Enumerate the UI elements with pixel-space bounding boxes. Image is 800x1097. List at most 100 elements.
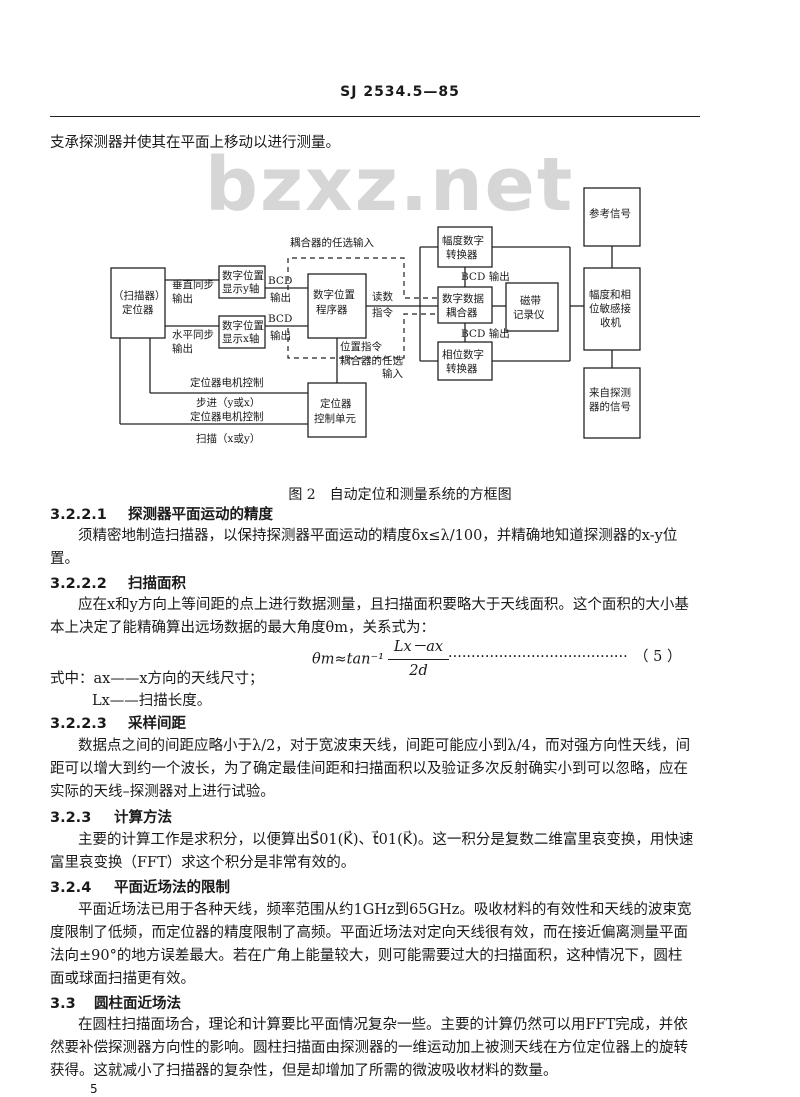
- bcd-out-2a: BCD: [268, 313, 292, 325]
- vsync-label-2: 输出: [172, 292, 193, 305]
- section-number: 3.2.4: [50, 880, 92, 896]
- coupler-label-2: 耦合器: [446, 306, 478, 319]
- page-number: 5: [90, 1082, 98, 1096]
- s3223-line-3: 实际的天线–探测器对上进行试验。: [50, 784, 275, 800]
- motor-scan-label-2: 扫描（x或y）: [196, 432, 260, 445]
- formula-denominator: 2d: [409, 663, 428, 679]
- formula-numerator: Lx－ax: [387, 636, 450, 660]
- coupler-opt-in-bottom-2: 输入: [382, 367, 403, 380]
- formula-number: （ 5 ）: [634, 649, 682, 665]
- receiver-label-2: 位敏感接: [589, 302, 631, 315]
- where-line-2: Lx——扫描长度。: [92, 693, 212, 709]
- figure-caption: 图 2 自动定位和测量系统的方框图: [288, 487, 512, 503]
- phase-conv-label-2: 转换器: [446, 362, 478, 375]
- s3222-line-2: 本上决定了能精确算出远场数据的最大角度θm，关系式为：: [50, 620, 435, 636]
- motor-scan-label-1: 定位器电机控制: [190, 410, 264, 423]
- xdisp-label-2: 显示x轴: [222, 332, 259, 345]
- amp-conv-label-1: 幅度数字: [442, 234, 484, 247]
- bcd-out-2b: 输出: [270, 329, 291, 342]
- bcd-out-1b: 输出: [270, 291, 291, 304]
- coupler-opt-in-top: 耦合器的任选输入: [290, 236, 374, 249]
- ydisp-label-1: 数字位置: [222, 269, 264, 282]
- s324-line-1: 平面近场法已用于各种天线，频率范围从约1GHz到65GHz。吸收材料的有效性和天…: [78, 902, 692, 918]
- coupler-opt-in-bottom-1: 耦合器的任选: [340, 354, 403, 367]
- control-unit-label-2: 控制单元: [314, 412, 356, 425]
- header-rule: [50, 116, 700, 117]
- bcd-out-phase: BCD 输出: [461, 327, 510, 340]
- hsync-label-1: 水平同步: [172, 329, 214, 341]
- hsync-label-2: 输出: [172, 342, 193, 355]
- s3222-line-1: 应在x和y方向上等间距的点上进行数据测量，且扫描面积要略大于天线面积。这个面积的…: [78, 597, 689, 613]
- x-display-box: [218, 315, 266, 349]
- read-label-2: 指令: [372, 306, 393, 319]
- s323-line-2: 富里哀变换（FFT）求这个积分是非常有效的。: [50, 855, 356, 871]
- section-3-3-heading: 3.3 圆柱面近场法: [50, 992, 181, 1013]
- programmer-label-1: 数字位置: [313, 288, 355, 301]
- ref-signal-label: 参考信号: [589, 207, 631, 220]
- control-unit-label-1: 定位器: [320, 397, 352, 410]
- section-number: 3.2.2.3: [50, 716, 107, 732]
- section-title: 探测器平面运动的精度: [128, 506, 273, 523]
- formula-fraction: Lx－ax 2d: [387, 636, 450, 683]
- tape-label-1: 磁带: [520, 294, 541, 307]
- phase-converter-box: [437, 341, 493, 381]
- s324-line-4: 面或球面扫描更有效。: [50, 971, 195, 987]
- s324-line-3: 法向±90°的地方误差最大。若在广角上能量较大，则可能需要过大的扫描面积，这种情…: [50, 948, 683, 964]
- receiver-label-1: 幅度和相: [589, 288, 631, 301]
- receiver-label-3: 收机: [600, 316, 621, 329]
- control-unit-box: [307, 382, 367, 438]
- y-display-box: [218, 265, 266, 299]
- amp-conv-label-2: 转换器: [446, 248, 478, 261]
- amplitude-converter-box: [437, 226, 493, 268]
- section-number: 3.3: [50, 996, 76, 1012]
- standard-code-header: SJ 2534.5—85: [340, 84, 460, 100]
- section-3-2-3-heading: 3.2.3 计算方法: [50, 806, 172, 827]
- s33-line-1: 在圆柱扫描面场合，理论和计算要比平面情况复杂一些。主要的计算仍然可以用FFT完成…: [78, 1017, 688, 1033]
- section-title: 圆柱面近场法: [94, 995, 181, 1012]
- vsync-label-1: 垂直同步: [172, 278, 214, 291]
- where-line-1: 式中：ax——x方向的天线尺寸；: [50, 671, 264, 687]
- scanner-label-1: （扫描器）: [113, 289, 166, 302]
- block-diagram: （扫描器） 定位器 垂直同步 输出 水平同步 输出 数字位置 显示y轴 数字位置…: [110, 187, 641, 445]
- section-3-2-4-heading: 3.2.4 平面近场法的限制: [50, 876, 230, 897]
- section-number: 3.2.2.2: [50, 576, 107, 592]
- s3221-line-2: 置。: [50, 551, 79, 567]
- motor-step-label-2: 步进（y或x）: [196, 397, 260, 409]
- read-label-1: 读数: [372, 290, 393, 303]
- receiver-box: [583, 267, 641, 351]
- s33-line-2: 然要补偿探测器方向性的影响。圆柱扫描面由探测器的一维运动加上被测天线在方位定位器…: [50, 1040, 688, 1056]
- s33-line-3: 获得。这就减小了扫描器的复杂性，但是却增加了所需的微波吸收材料的数量。: [50, 1063, 558, 1079]
- s3223-line-2: 距可以增大到约一个波长，为了确定最佳间距和扫描面积以及验证多次反射确实小到可以忽…: [50, 761, 688, 777]
- s323-line-1: 主要的计算工作是求积分，以便算出S⃗01(K⃗)、t⃗01(K⃗)。这一积分是复…: [78, 832, 694, 848]
- watermark: bzxz.net: [205, 142, 575, 228]
- section-title: 计算方法: [114, 809, 172, 826]
- section-number: 3.2.3: [50, 810, 92, 826]
- section-title: 采样间距: [128, 715, 186, 732]
- formula-leader-dots: ·······································: [448, 649, 628, 665]
- intro-text: 支承探测器并使其在平面上移动以进行测量。: [50, 135, 340, 151]
- s324-line-2: 度限制了低频，而定位器的精度限制了高频。平面近场法对定向天线很有效，而在接近偏离…: [50, 925, 688, 941]
- tape-label-2: 记录仪: [513, 309, 545, 321]
- section-3-2-2-3-heading: 3.2.2.3 采样间距: [50, 712, 186, 733]
- motor-step-label-1: 定位器电机控制: [190, 376, 264, 389]
- section-3-2-2-2-heading: 3.2.2.2 扫描面积: [50, 572, 186, 593]
- probe-signal-label-2: 器的信号: [589, 400, 631, 413]
- tape-recorder-box: [505, 282, 559, 332]
- xdisp-label-1: 数字位置: [222, 319, 264, 332]
- probe-signal-label-1: 来自探测: [589, 386, 631, 399]
- pos-cmd-label: 位置指令: [340, 340, 382, 353]
- section-title: 扫描面积: [128, 575, 186, 592]
- scanner-positioner-box: [110, 267, 166, 339]
- ydisp-label-2: 显示y轴: [222, 282, 259, 295]
- bcd-out-amp: BCD 输出: [461, 270, 510, 283]
- s3223-line-1: 数据点之间的间距应略小于λ/2，对于宽波束天线，间距可能应小到λ/4，而对强方向…: [78, 738, 691, 754]
- section-number: 3.2.2.1: [50, 507, 107, 523]
- scanner-label-2: 定位器: [122, 303, 154, 316]
- phase-conv-label-1: 相位数字: [442, 348, 484, 361]
- coupler-label-1: 数字数据: [442, 292, 484, 305]
- section-3-2-2-1-heading: 3.2.2.1 探测器平面运动的精度: [50, 503, 273, 524]
- section-title: 平面近场法的限制: [114, 879, 230, 896]
- s3221-line-1: 须精密地制造扫描器，以保持探测器平面运动的精度δx≤λ/100，并精确地知道探测…: [78, 528, 678, 544]
- formula-lhs: θm≈tan⁻¹: [312, 651, 384, 668]
